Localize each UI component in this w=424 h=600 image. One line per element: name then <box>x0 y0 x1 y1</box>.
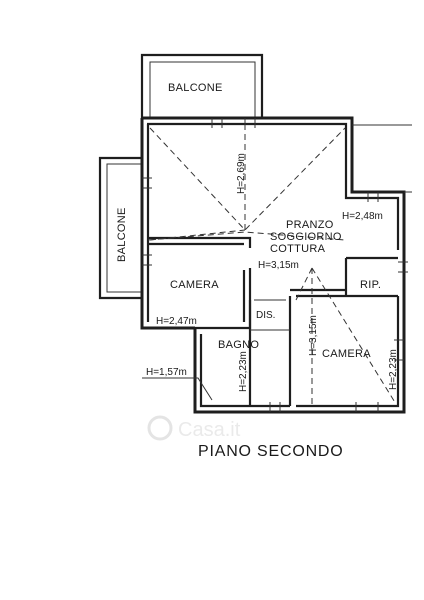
soggiorno-label: SOGGIORNO <box>270 231 342 243</box>
dis-label: DIS. <box>256 310 275 321</box>
plan-title: PIANO SECONDO <box>198 443 344 460</box>
watermark-text: Casa.it <box>178 419 241 441</box>
camera-left-label: CAMERA <box>170 279 219 291</box>
height-outside-leader <box>142 377 213 401</box>
height-camera-left: H=2,47m <box>156 316 197 327</box>
ceiling-lines <box>147 124 397 405</box>
interior-walls <box>148 236 398 406</box>
balcone-left-label: BALCONE <box>116 207 128 262</box>
openings <box>142 118 408 412</box>
balcone-top <box>140 53 264 118</box>
camera-right-label: CAMERA <box>322 348 371 360</box>
height-camera-right-side: H=2,23m <box>388 349 399 390</box>
height-pranzo-right: H=2,48m <box>342 211 383 222</box>
cottura-label: COTTURA <box>270 243 326 255</box>
pranzo-label: PRANZO <box>286 219 334 231</box>
height-camera-right-vertical: H=3,15m <box>308 315 319 356</box>
rip-label: RIP. <box>360 279 381 291</box>
height-outside: H=1,57m <box>146 367 187 378</box>
watermark-logo: Casa.it <box>147 415 241 441</box>
height-corridor: H=3,15m <box>258 260 299 271</box>
bagno-label: BAGNO <box>218 339 259 351</box>
balcone-top-label: BALCONE <box>168 82 223 94</box>
balcone-left <box>98 156 142 300</box>
height-bagno-vertical: H=2,23m <box>238 351 249 392</box>
height-pranzo-vertical: H=2,69m <box>236 153 247 194</box>
